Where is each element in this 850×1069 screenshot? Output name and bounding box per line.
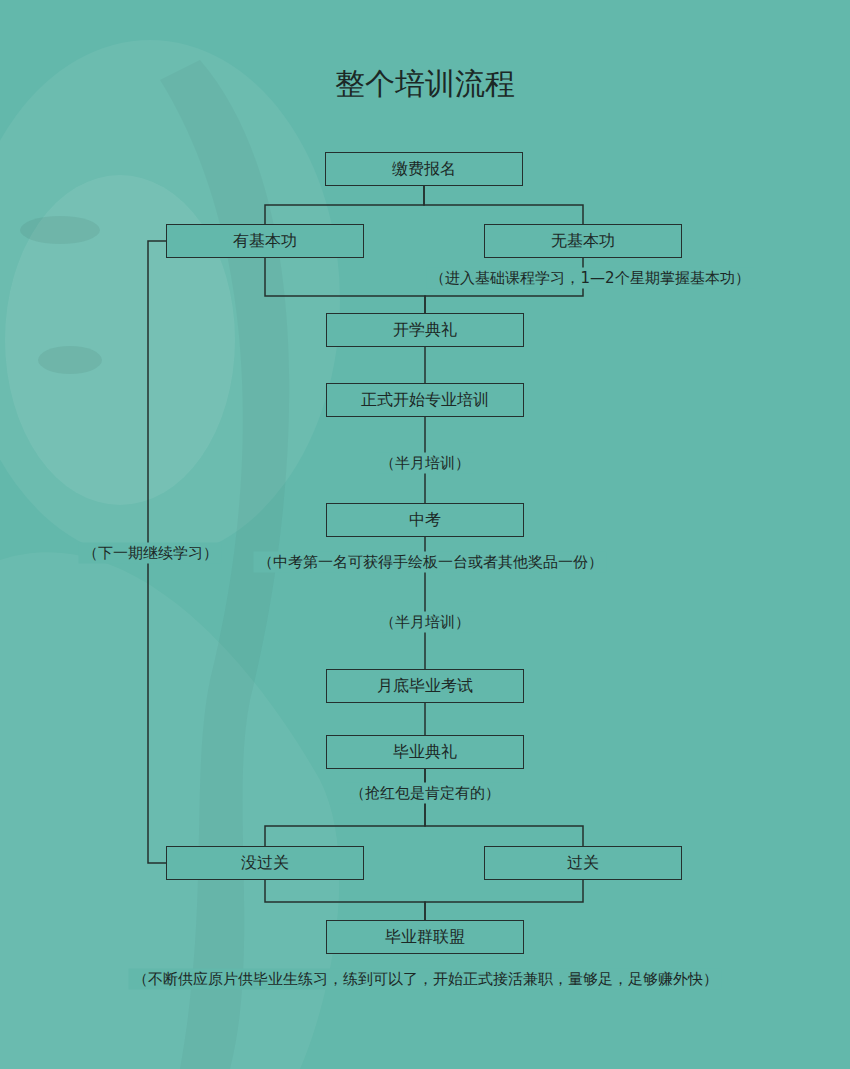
note-text: （抢红包是肯定有的） bbox=[346, 783, 504, 804]
note-text: （进入基础课程学习，1—2个星期掌握基本功） bbox=[426, 268, 753, 289]
process-box: 缴费报名 bbox=[325, 152, 523, 186]
connector bbox=[424, 703, 426, 735]
diagram-title: 整个培训流程 bbox=[0, 64, 850, 105]
box-label: 正式开始专业培训 bbox=[361, 390, 489, 411]
shoulder-shape bbox=[0, 552, 339, 1069]
box-label: 毕业群联盟 bbox=[385, 927, 465, 948]
connector bbox=[424, 186, 583, 224]
edge-label: （半月培训） bbox=[376, 612, 474, 633]
connector bbox=[424, 347, 426, 383]
connector bbox=[425, 769, 583, 846]
process-box: 没过关 bbox=[166, 846, 364, 880]
box-label: 月底毕业考试 bbox=[377, 676, 473, 697]
note-text: （中考第一名可获得手绘板一台或者其他奖品一份） bbox=[254, 552, 607, 573]
connector bbox=[265, 258, 425, 313]
edge-label: （下一期继续学习） bbox=[79, 543, 222, 564]
process-box: 过关 bbox=[484, 846, 682, 880]
process-box: 开学典礼 bbox=[326, 313, 524, 347]
box-label: 没过关 bbox=[241, 853, 289, 874]
box-label: 有基本功 bbox=[233, 231, 297, 252]
box-label: 无基本功 bbox=[551, 231, 615, 252]
note-text: （不断供应原片供毕业生练习，练到可以了，开始正式接活兼职，量够足，足够赚外快） bbox=[129, 969, 722, 990]
process-box: 毕业群联盟 bbox=[326, 920, 524, 954]
process-box: 正式开始专业培训 bbox=[326, 383, 524, 417]
lips-shape bbox=[38, 346, 102, 374]
process-box: 毕业典礼 bbox=[326, 735, 524, 769]
process-box: 无基本功 bbox=[484, 224, 682, 258]
process-box: 有基本功 bbox=[166, 224, 364, 258]
box-label: 开学典礼 bbox=[393, 320, 457, 341]
box-label: 过关 bbox=[567, 853, 599, 874]
connector bbox=[265, 880, 425, 920]
connector bbox=[265, 769, 425, 846]
process-box: 中考 bbox=[326, 503, 524, 537]
hair-shape bbox=[0, 40, 340, 560]
box-label: 中考 bbox=[409, 510, 441, 531]
connector bbox=[265, 186, 424, 224]
process-box: 月底毕业考试 bbox=[326, 669, 524, 703]
box-label: 缴费报名 bbox=[392, 159, 456, 180]
edge-label: （半月培训） bbox=[376, 453, 474, 474]
eye-shape bbox=[20, 216, 100, 244]
connector bbox=[425, 880, 583, 920]
box-label: 毕业典礼 bbox=[393, 742, 457, 763]
